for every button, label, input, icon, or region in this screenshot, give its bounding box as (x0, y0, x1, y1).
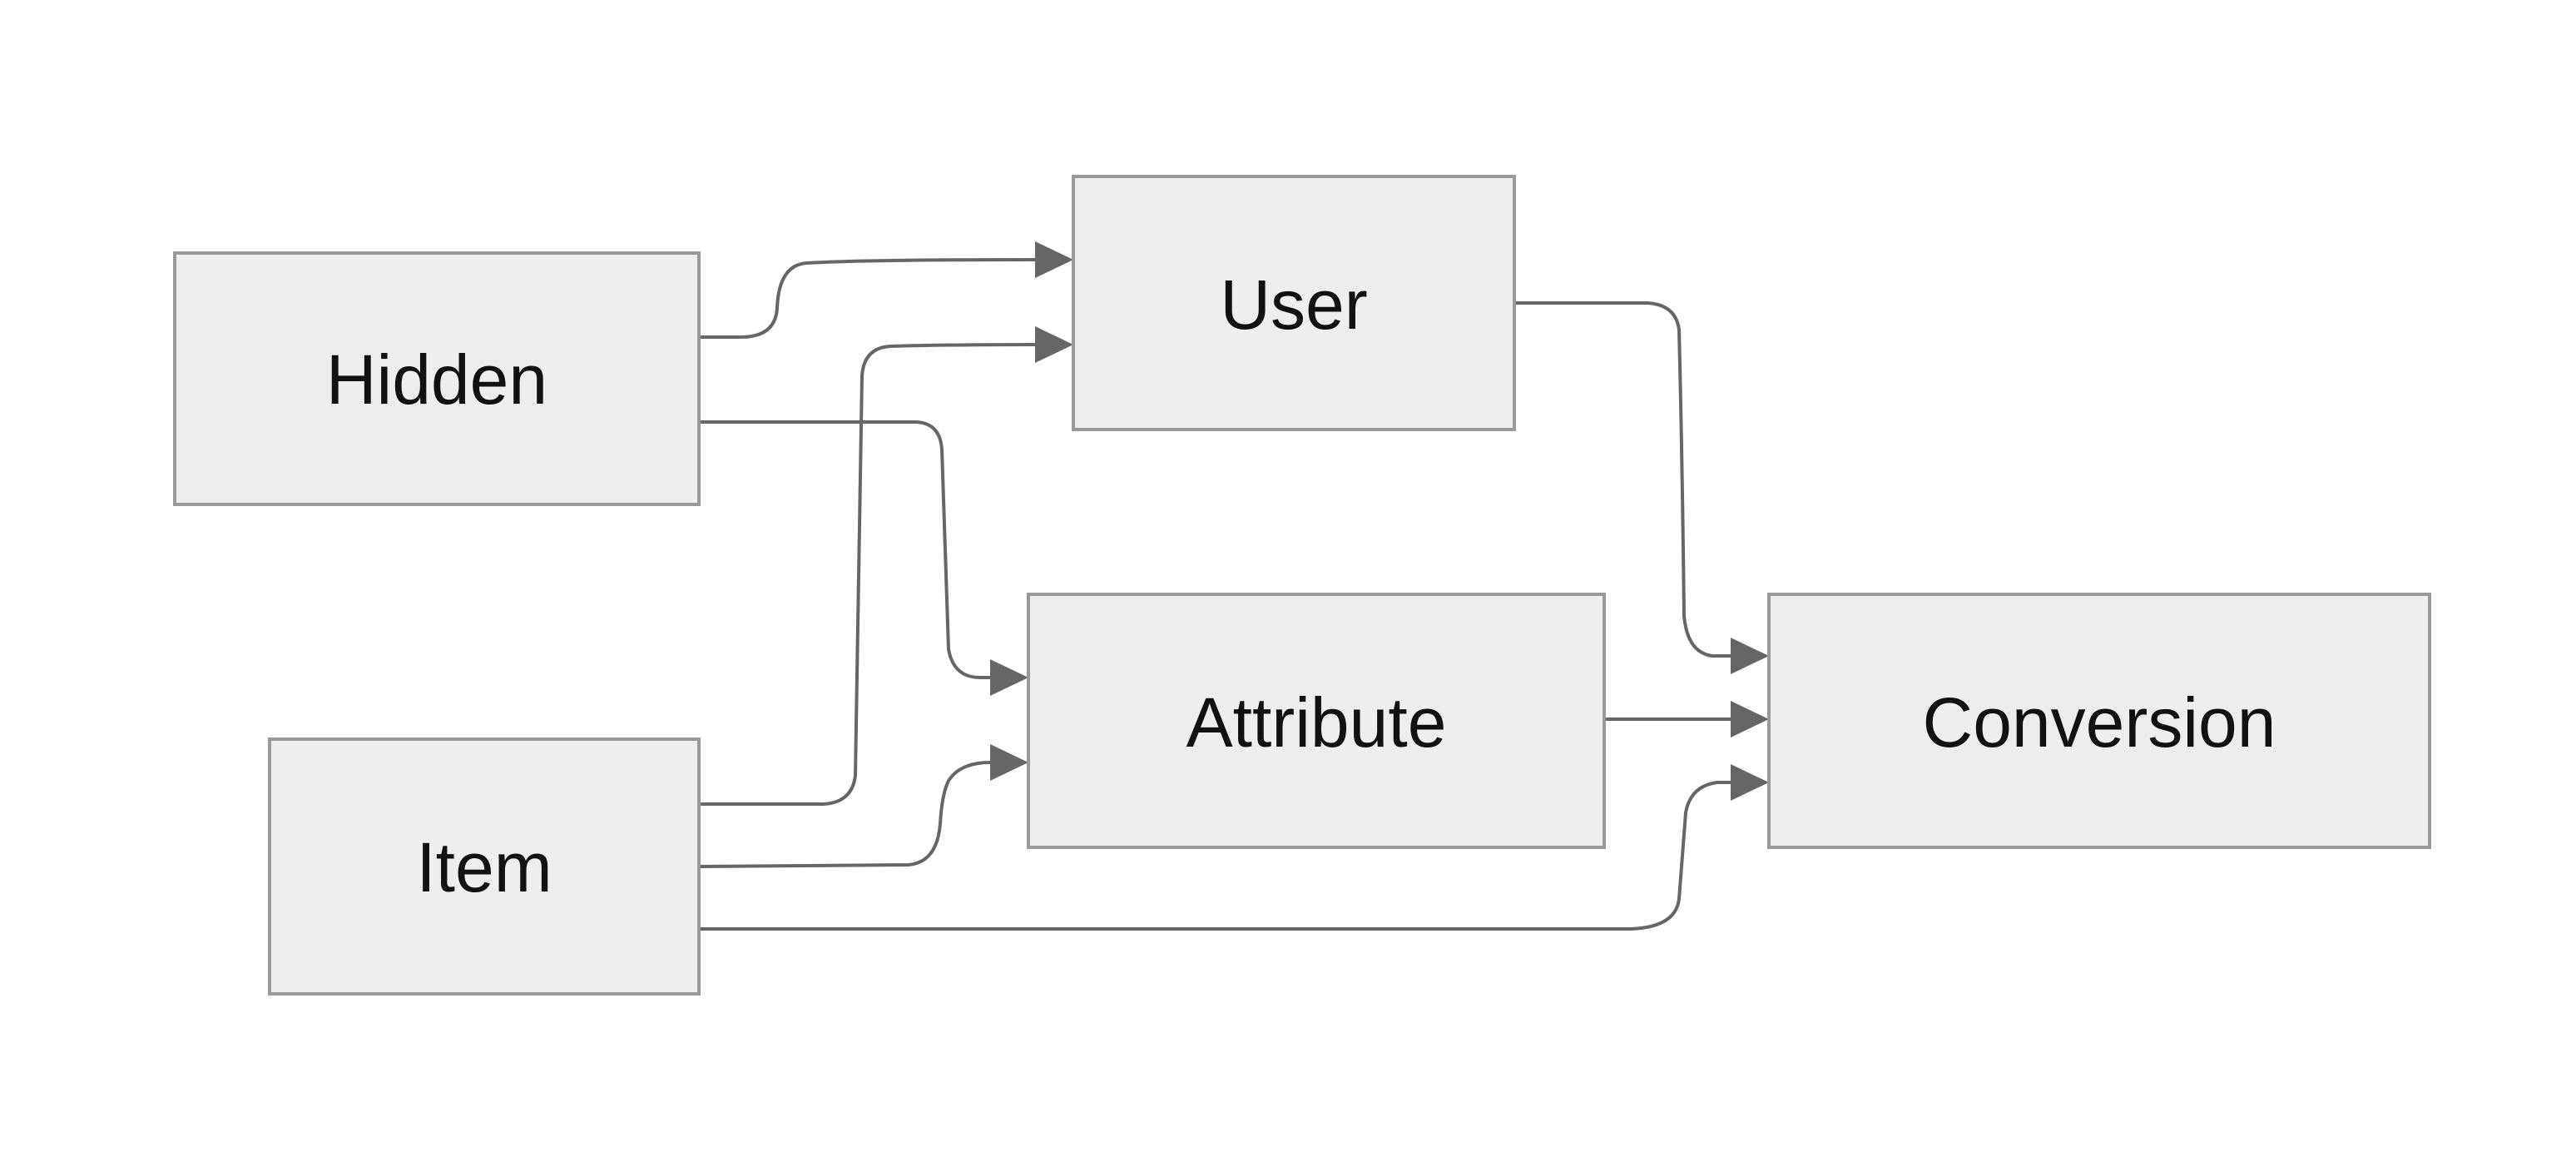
node-hidden[interactable]: Hidden (173, 251, 701, 506)
node-user[interactable]: User (1072, 175, 1516, 431)
nodes-layer: Hidden User Attribute Item Conversion (173, 175, 2431, 996)
edge-item-to-attribute (700, 761, 991, 868)
node-user-box (1072, 175, 1516, 431)
node-item[interactable]: Item (268, 737, 701, 996)
edge-item-to-conversion (701, 781, 1731, 931)
edge-user-to-conversion (1514, 301, 1731, 658)
node-hidden-box (173, 251, 701, 506)
arrowhead-user-to-conversion-icon (1731, 638, 1769, 674)
arrowhead-hidden-to-attribute-icon (990, 659, 1028, 696)
node-item-box (268, 737, 701, 996)
arrowhead-hidden-to-user-icon (1035, 241, 1073, 278)
edge-hidden-to-user (701, 258, 1036, 339)
node-conversion[interactable]: Conversion (1767, 593, 2431, 849)
arrowhead-item-to-conversion-icon (1731, 764, 1769, 801)
arrowhead-item-to-attribute-icon (990, 744, 1028, 781)
node-hidden-label: Hidden (326, 340, 547, 419)
edge-item-to-user (701, 343, 1036, 806)
node-item-label: Item (416, 828, 552, 906)
arrowhead-attribute-to-conversion-icon (1731, 701, 1769, 737)
edges-layer (700, 241, 1769, 931)
edge-hidden-to-attribute (701, 420, 990, 679)
node-attribute-box (1027, 593, 1606, 849)
node-attribute-label: Attribute (1186, 683, 1447, 762)
arrowhead-item-to-user-icon (1035, 326, 1073, 363)
node-user-label: User (1220, 266, 1367, 344)
node-conversion-label: Conversion (1923, 683, 2276, 762)
node-attribute[interactable]: Attribute (1027, 593, 1606, 849)
node-conversion-box (1767, 593, 2431, 849)
